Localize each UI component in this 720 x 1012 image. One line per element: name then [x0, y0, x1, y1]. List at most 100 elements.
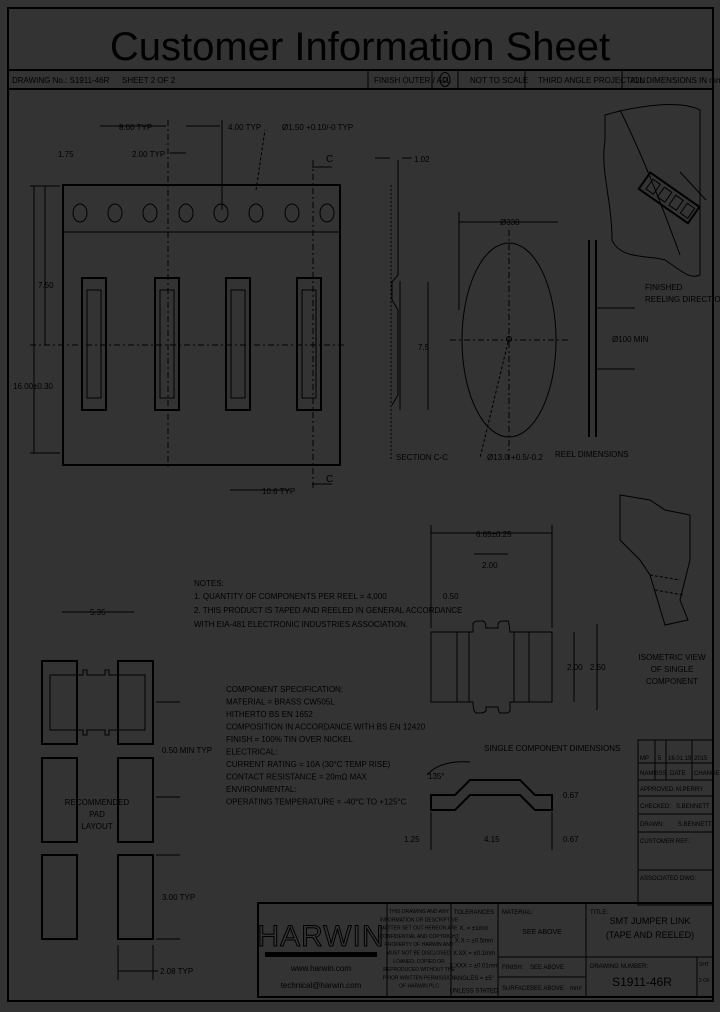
component-side-view: SINGLE COMPONENT DIMENSIONS 135° 0.67 0.…: [404, 744, 620, 850]
section-label: SECTION C-C: [396, 453, 448, 462]
copyright-line: INFORMATION OR DESCRIPTIVE: [380, 917, 459, 923]
sprocket-hole: [72, 203, 88, 223]
sprocket-hole: [248, 203, 264, 223]
tolerance-line: X.XX = ±0.1mm: [453, 951, 495, 957]
rev-issue: 5: [658, 756, 662, 762]
dim-pocket: 10.6 TYP: [262, 487, 295, 496]
dim-sprocket-pitch: 4.00 TYP: [228, 123, 261, 132]
section-marker-top: C: [326, 154, 333, 165]
drawing-title-1: SMT JUMPER LINK: [610, 916, 691, 926]
rev-name: MP: [640, 756, 649, 762]
drawing-number-label: DRAWING NUMBER:: [590, 964, 648, 970]
logo-bar: [265, 952, 377, 957]
component-spec: COMPONENT SPECIFICATION: MATERIAL = BRASS…: [226, 685, 426, 807]
rev-date: 16.01.19: [668, 756, 692, 762]
dim-offset: 2.00 TYP: [132, 150, 165, 159]
projection-note: THIRD ANGLE PROJECTION: [538, 76, 645, 85]
pad-dim-pad: 2.08 TYP: [160, 967, 193, 976]
tolerance-line: X. = ±1mm: [459, 926, 488, 932]
approved-by: M.PERRY: [676, 787, 703, 793]
spec-line: ENVIRONMENTAL:: [226, 785, 297, 794]
approved-label: APPROVED:: [640, 787, 675, 793]
pad-label-1: RECOMMENDED: [65, 798, 130, 807]
dim-reel-diameter: Ø330: [500, 218, 520, 227]
info-bar: DRAWING No.: S1911-46R SHEET 2 OF 2 FINI…: [12, 70, 720, 89]
scale-note: NOT TO SCALE: [470, 76, 528, 85]
sprocket-hole: [142, 203, 158, 223]
note-2: 2. THIS PRODUCT IS TAPED AND REELED IN G…: [194, 606, 463, 615]
section-marker-bottom: C: [326, 474, 333, 485]
spec-line: COMPONENT SPECIFICATION:: [226, 685, 343, 694]
surface-unit: mm²: [570, 986, 582, 992]
website-link[interactable]: www.harwin.com: [290, 964, 351, 973]
drawing-title-2: (TAPE AND REELED): [606, 930, 694, 940]
tape-view: 8.00 TYP 4.00 TYP Ø1.50 +0.10/-0 TYP 2.0…: [13, 120, 353, 496]
copyright-line: REPRODUCED WITHOUT THE: [383, 967, 455, 973]
drawing-ref: DRAWING No.: S1911-46R: [12, 76, 110, 85]
harwin-logo: HARWIN: [257, 920, 384, 953]
pad-dim-width: 5.35: [90, 608, 106, 617]
reeling-direction-arrow: [679, 171, 707, 201]
dim-gap: 2.00: [482, 561, 498, 570]
copyright-line: LOANED, COPIED OR: [393, 959, 445, 965]
dim-pitch: 8.00 TYP: [119, 123, 152, 132]
notes: NOTES: 1. QUANTITY OF COMPONENTS PER REE…: [194, 579, 463, 629]
rev-header-issue: ISS.: [657, 771, 669, 777]
surface-value: SEE ABOVE: [530, 986, 564, 992]
dim-hub: Ø13.0 +0.5/-0.2: [487, 453, 543, 462]
dim-hole: Ø1.50 +0.10/-0 TYP: [282, 123, 353, 132]
copyright-line: OF HARWIN PLC: [399, 984, 439, 990]
isometric-view: ISOMETRIC VIEW OF SINGLE COMPONENT: [619, 494, 706, 686]
dim-slot: 0.50: [443, 592, 459, 601]
material-label: MATERIAL:: [502, 910, 534, 916]
email-link[interactable]: technical@harwin.com: [281, 981, 362, 990]
units-note: ALL DIMENSIONS IN mm: [630, 76, 720, 85]
tolerance-line: ANGLES = ±5°: [454, 976, 495, 982]
sprocket-hole: [284, 203, 300, 223]
dim-thickness: 1.02: [414, 155, 430, 164]
tape-pocket: [154, 277, 180, 411]
component-top-view: 6.65±0.25 2.00 0.50 2.00 2.50: [430, 525, 606, 714]
sheet-border: [7, 7, 714, 1002]
pocket-component: [86, 289, 102, 399]
section-view: 1.02 7.5 SECTION C-C: [375, 155, 448, 462]
pad-dim-height: 3.00 TYP: [162, 893, 195, 902]
pad-layout: 5.35 RECOMMENDED PAD LAYOUT 0.50 MIN TYP…: [41, 608, 212, 980]
side-h1: 0.67: [563, 791, 579, 800]
tolerance-line: X.XXX = ±0.01mm: [449, 964, 498, 970]
tape-pocket: [296, 277, 322, 411]
pad-label-2: PAD: [89, 810, 105, 819]
dims-label: SINGLE COMPONENT DIMENSIONS: [484, 744, 620, 753]
copyright-line: PRIOR WRITTEN PERMISSION: [383, 975, 456, 981]
spec-line: FINISH = 100% TIN OVER NICKEL: [226, 735, 353, 744]
reel-sketch: [603, 104, 701, 277]
dim-w1: 2.00: [567, 663, 583, 672]
iso-label-1: ISOMETRIC VIEW: [638, 653, 706, 662]
pad-dim-gap: 0.50 MIN TYP: [162, 746, 212, 755]
dim-length: 6.65±0.25: [476, 530, 512, 539]
dim-width-half: 7.50: [38, 281, 54, 290]
drawn-by: S.BENNETT: [678, 822, 712, 828]
note-3: WITH EIA-481 ELECTRONIC INDUSTRIES ASSOC…: [194, 620, 408, 629]
spec-line: HITHERTO BS EN 1652: [226, 710, 313, 719]
associated-dwg: ASSOCIATED DWG:: [640, 876, 697, 882]
spec-line: MATERIAL = BRASS CW505L: [226, 698, 335, 707]
projection-icon: [439, 72, 451, 87]
direction-label-1: FINISHED: [645, 283, 683, 292]
sheet-number: SHEET 2 OF 2: [122, 76, 176, 85]
rev-header-change: CHANGE: [694, 771, 720, 777]
sheet-label: SHT: [699, 962, 709, 968]
revision-block: MP 5 16.01.19 2015 NAME ISS. DATE CHANGE…: [637, 739, 720, 906]
side-l2: 4.15: [484, 835, 500, 844]
pocket-component: [159, 289, 175, 399]
pocket-component: [230, 289, 246, 399]
title-block: HARWIN www.harwin.com technical@harwin.c…: [257, 902, 715, 998]
tolerance-line: X.X = ±0.5mm: [455, 939, 493, 945]
copyright-line: THIS DRAWING AND ANY: [389, 909, 449, 915]
direction-label-2: REELING DIRECTION: [645, 295, 720, 304]
tolerance-line: UNLESS STATED: [450, 989, 499, 995]
sheet-value: 2 OF 2: [699, 978, 715, 984]
rev-header-name: NAME: [640, 771, 657, 777]
tape-pocket: [81, 277, 107, 411]
finish-value: SEE ABOVE: [530, 965, 564, 971]
